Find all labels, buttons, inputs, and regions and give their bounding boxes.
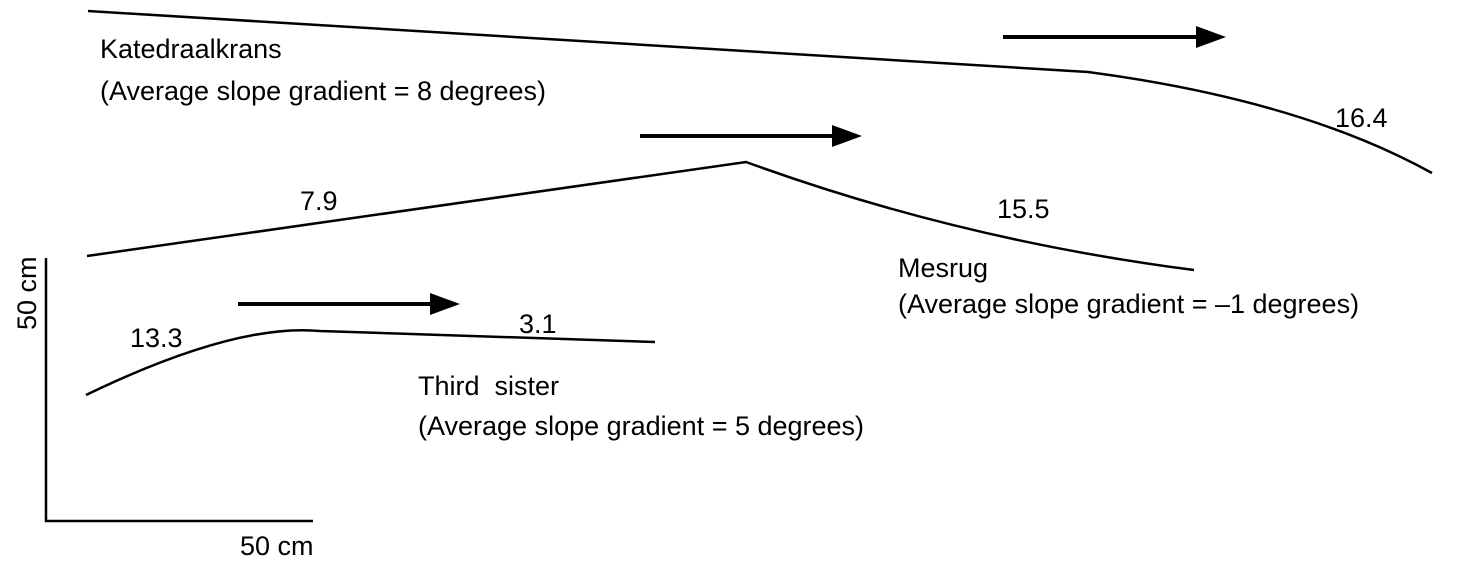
katedraalkrans-profile-line (87, 9, 1433, 175)
segment-value: 16.4 (1335, 103, 1388, 133)
third-sister-gradient: (Average slope gradient = 5 degrees) (418, 411, 864, 441)
segment-value: 15.5 (997, 194, 1050, 224)
flow-direction-arrow (1003, 26, 1226, 48)
mesrug-profile-line (86, 160, 1195, 272)
mesrug-gradient: (Average slope gradient = –1 degrees) (898, 289, 1359, 319)
horizontal-scale-label: 50 cm (240, 531, 314, 561)
mesrug-label: Mesrug (898, 253, 988, 283)
segment-value: 3.1 (519, 309, 557, 339)
segment-value: 13.3 (130, 323, 183, 353)
flow-direction-arrow (238, 293, 460, 315)
third-sister-label: Third sister (418, 371, 559, 401)
katedraalkrans-label: Katedraalkrans (100, 34, 282, 64)
third-sister-profile-line (85, 329, 656, 397)
vertical-scale-label: 50 cm (12, 256, 42, 330)
flow-direction-arrow (640, 125, 862, 147)
katedraalkrans-gradient: (Average slope gradient = 8 degrees) (100, 76, 546, 106)
segment-value: 7.9 (300, 186, 338, 216)
